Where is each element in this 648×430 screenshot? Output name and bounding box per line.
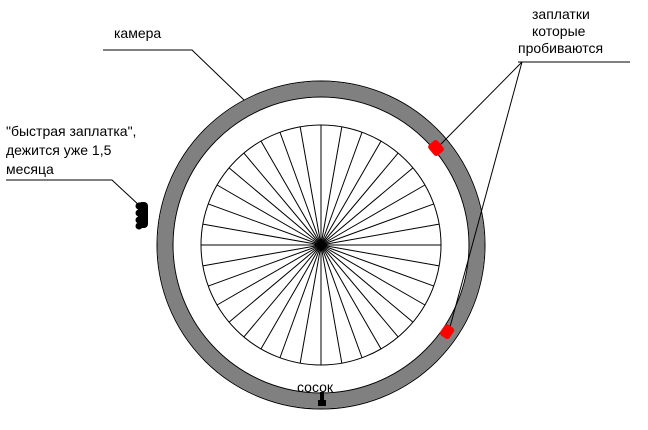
quick-patch-label-line-1: "быстрая заплатка", xyxy=(6,123,136,139)
spoke xyxy=(243,152,322,246)
spoke xyxy=(320,152,399,246)
spoke xyxy=(299,244,322,364)
spoke xyxy=(243,244,322,338)
spoke xyxy=(320,203,434,246)
wheel-circle xyxy=(200,124,442,366)
spoke xyxy=(320,244,414,323)
quick-patch xyxy=(135,202,148,230)
spoke xyxy=(320,244,440,267)
spoke xyxy=(320,223,440,246)
patches-label-line-2: которые xyxy=(532,23,586,39)
leaking-patch-upper xyxy=(428,140,444,156)
spoke xyxy=(320,244,382,350)
spoke xyxy=(208,203,322,246)
spoke xyxy=(320,126,343,246)
spoke xyxy=(260,140,322,246)
patches-label-line-1: заплатки xyxy=(532,6,590,22)
quick-patch-label-line-2: дежится уже 1,5 xyxy=(6,142,112,158)
spoke xyxy=(228,167,322,246)
spoke xyxy=(216,244,322,306)
spoke xyxy=(208,244,322,287)
camera-label: камера xyxy=(114,25,161,41)
spoke xyxy=(202,223,322,246)
quick-patch-leader-line xyxy=(6,179,142,208)
spoke xyxy=(202,244,322,267)
spoke xyxy=(320,244,426,306)
leaking-patch-lower xyxy=(440,324,455,339)
spoke xyxy=(260,244,322,350)
spoke xyxy=(320,184,426,246)
spoke xyxy=(299,126,322,246)
valve-label: сосок xyxy=(297,379,334,395)
spoke xyxy=(320,244,399,338)
patches-leader-upper xyxy=(438,61,523,147)
spoke xyxy=(320,244,363,358)
quick-patch-label-line-3: месяца xyxy=(6,161,54,177)
patches-label-line-3: пробиваются xyxy=(518,40,603,56)
spoke xyxy=(320,167,414,246)
spoke xyxy=(228,244,322,323)
spoke xyxy=(320,244,343,364)
valve xyxy=(318,392,326,406)
spoke xyxy=(320,140,382,246)
spoke xyxy=(320,132,363,246)
spoke xyxy=(216,184,322,246)
camera-leader-line xyxy=(103,49,245,101)
spoke xyxy=(320,244,434,287)
spoke xyxy=(279,244,322,358)
patches-leader-lower xyxy=(449,61,523,328)
spoke xyxy=(279,132,322,246)
spokes xyxy=(201,125,441,365)
